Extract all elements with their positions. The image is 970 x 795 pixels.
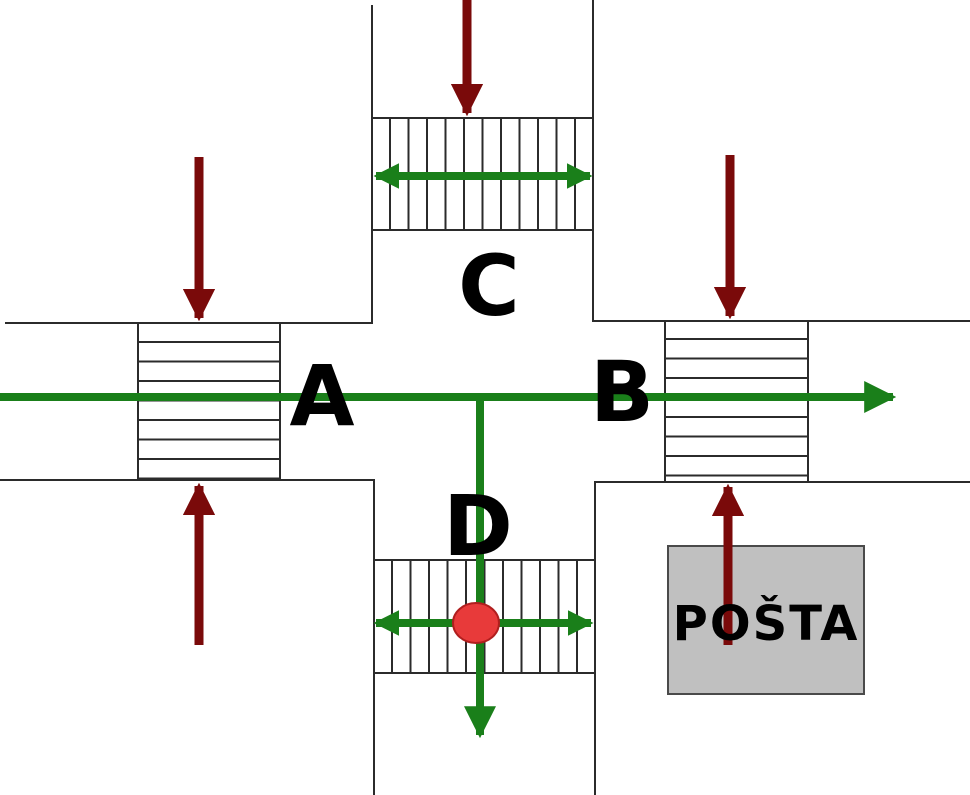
road-edge-top-right <box>592 0 970 322</box>
crosswalk-a <box>137 322 281 481</box>
position-marker-icon <box>452 602 500 644</box>
red-arrows <box>182 0 747 645</box>
road-edge-bottom-right <box>594 481 970 795</box>
road-edge-top-left <box>5 5 373 324</box>
label-b: B <box>590 343 654 441</box>
crosswalk-b <box>664 320 809 483</box>
road-edge-bottom-left <box>0 479 375 795</box>
label-c: C <box>458 237 520 335</box>
label-d: D <box>443 477 513 575</box>
post-office-box <box>667 545 865 695</box>
post-office-label: POŠTA <box>673 595 860 652</box>
green-routes <box>0 163 897 739</box>
label-a: A <box>289 347 354 445</box>
post-office <box>667 545 865 695</box>
